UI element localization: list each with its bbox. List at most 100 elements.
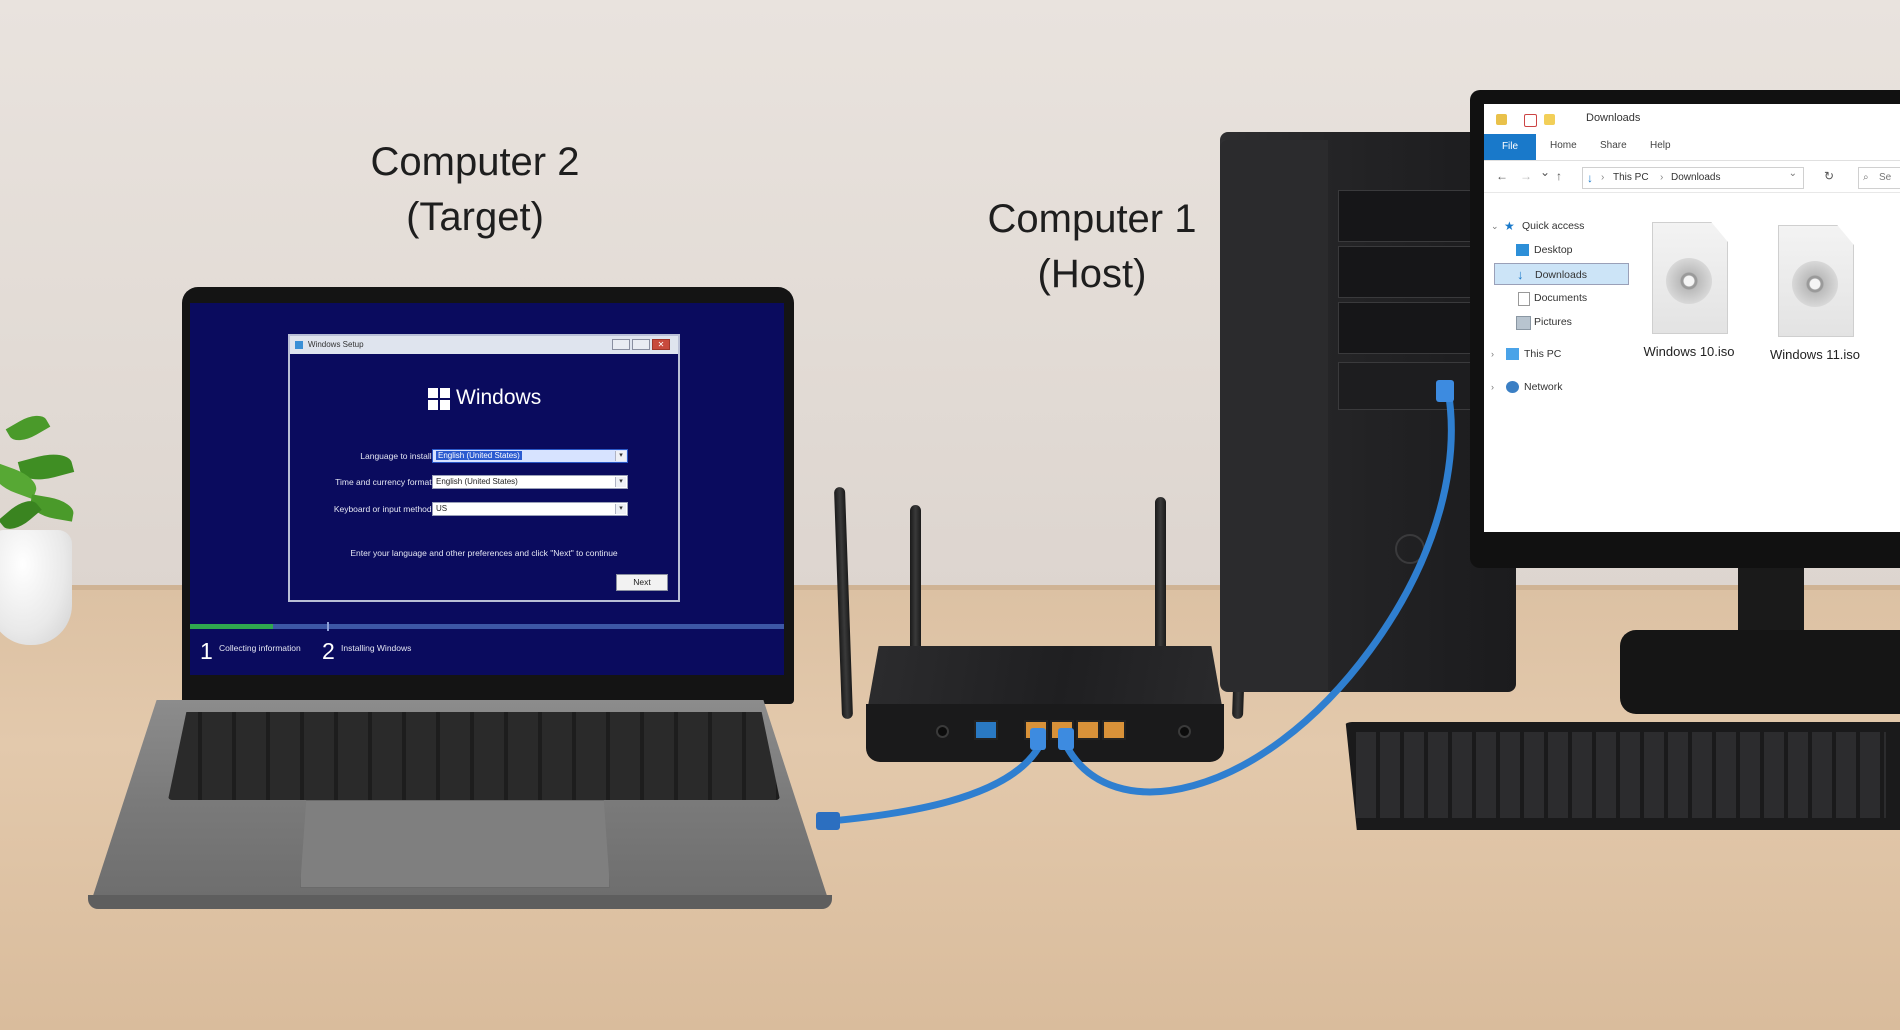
- keyboard-label: Keyboard or input method:: [333, 504, 434, 514]
- address-bar[interactable]: ↓ › This PC › Downloads ⌄: [1582, 167, 1804, 189]
- chevron-down-icon: ▾: [615, 477, 626, 487]
- document-icon: [1518, 292, 1530, 306]
- computer-icon: [1506, 348, 1519, 360]
- sidebar-label: Pictures: [1534, 316, 1572, 328]
- tab-share[interactable]: Share: [1600, 140, 1627, 151]
- properties-icon[interactable]: [1524, 114, 1537, 127]
- sidebar-item-documents[interactable]: Documents: [1494, 287, 1629, 309]
- file-explorer-window: Downloads File Home Share Help ← → ⌄ ↑ ↓…: [1484, 104, 1900, 532]
- search-icon: ⌕: [1863, 172, 1869, 183]
- breadcrumb-this-pc[interactable]: This PC: [1613, 172, 1649, 183]
- power-icon: [1395, 534, 1425, 564]
- search-placeholder: Se: [1879, 172, 1892, 183]
- chevron-right-icon: ›: [1491, 382, 1494, 392]
- router-top: [868, 646, 1222, 706]
- dialog-title: Windows Setup: [308, 340, 364, 349]
- file-name: Windows 10.iso: [1643, 344, 1735, 359]
- time-format-label: Time and currency format:: [335, 477, 434, 487]
- close-icon: ✕: [657, 340, 665, 349]
- explorer-title: Downloads: [1586, 112, 1641, 124]
- tab-home[interactable]: Home: [1550, 140, 1577, 151]
- language-value: English (United States): [436, 451, 522, 460]
- router-lan-port: [1102, 720, 1126, 740]
- caption-target: Computer 2 (Target): [345, 135, 605, 245]
- sidebar-label: Documents: [1534, 292, 1588, 304]
- router-wan-port: [974, 720, 998, 740]
- sidebar-label: This PC: [1524, 348, 1562, 360]
- monitor-stand-neck: [1738, 560, 1804, 642]
- desk-edge: [0, 585, 1900, 593]
- caption-host: Computer 1 (Host): [962, 192, 1222, 302]
- explorer-address-row: ← → ⌄ ↑ ↓ › This PC › Downloads ⌄ ↻ ⌕ Se: [1484, 162, 1900, 193]
- laptop-trackpad: [300, 800, 610, 888]
- refresh-icon[interactable]: ↻: [1824, 169, 1835, 183]
- disc-icon: [1666, 258, 1712, 304]
- sidebar-item-downloads[interactable]: ↓ Downloads: [1494, 263, 1629, 285]
- picture-icon: [1516, 316, 1531, 330]
- progress-step-marker: [327, 622, 329, 631]
- router-lan-port: [1024, 720, 1048, 740]
- breadcrumb-downloads[interactable]: Downloads: [1671, 172, 1721, 183]
- forward-arrow-icon[interactable]: →: [1520, 169, 1532, 183]
- setup-progress-bar: [190, 622, 784, 631]
- laptop-keyboard: [168, 712, 780, 800]
- router-antenna: [910, 505, 921, 720]
- time-format-select[interactable]: English (United States) ▾: [432, 475, 628, 489]
- recent-dropdown-icon[interactable]: ⌄: [1540, 165, 1551, 179]
- download-icon: ↓: [1517, 267, 1524, 282]
- caption-target-line2: (Target): [406, 195, 544, 239]
- up-arrow-icon[interactable]: ↑: [1556, 169, 1562, 183]
- breadcrumb-sep: ›: [1660, 172, 1664, 183]
- language-select[interactable]: English (United States) ▾: [432, 449, 628, 463]
- chevron-down-icon[interactable]: ⌄: [1788, 168, 1797, 179]
- step-number: 1: [200, 638, 213, 664]
- step-label: Collecting information: [219, 643, 301, 653]
- router-reset-button: [1178, 725, 1191, 738]
- laptop-base-edge: [88, 895, 832, 909]
- search-input[interactable]: ⌕ Se: [1858, 167, 1900, 189]
- network-icon: [1506, 381, 1519, 393]
- language-label: Language to install:: [360, 451, 434, 461]
- progress-fill: [190, 624, 274, 629]
- step-label: Installing Windows: [341, 643, 412, 653]
- explorer-ribbon: File Home Share Help: [1484, 134, 1900, 161]
- back-arrow-icon[interactable]: ←: [1496, 169, 1508, 183]
- chevron-right-icon: ›: [1491, 349, 1494, 359]
- chevron-down-icon: ⌄: [1491, 221, 1499, 231]
- tower-side-panel: [1220, 140, 1328, 690]
- next-button[interactable]: Next: [616, 574, 668, 591]
- sidebar-item-desktop[interactable]: Desktop: [1494, 239, 1629, 261]
- minimize-button[interactable]: [612, 339, 630, 350]
- keyboard-select[interactable]: US ▾: [432, 502, 628, 516]
- caption-host-line1: Computer 1: [987, 197, 1197, 241]
- file-name: Windows 11.iso: [1769, 347, 1861, 362]
- breadcrumb-sep: ›: [1601, 172, 1605, 183]
- maximize-button[interactable]: [632, 339, 650, 350]
- folder-icon[interactable]: [1496, 114, 1507, 125]
- plant-pot: [0, 530, 72, 645]
- sidebar-item-this-pc[interactable]: › This PC: [1491, 343, 1629, 365]
- windows-brand-text: Windows: [456, 386, 542, 409]
- download-icon: ↓: [1587, 171, 1593, 185]
- desktop-keyboard-keys: [1356, 732, 1886, 818]
- sidebar-item-pictures[interactable]: Pictures: [1494, 311, 1629, 333]
- close-button[interactable]: ✕: [652, 339, 670, 350]
- router-power-jack: [936, 725, 949, 738]
- sidebar-item-quick-access[interactable]: ⌄ ★ Quick access: [1491, 215, 1629, 237]
- tab-file[interactable]: File: [1484, 134, 1536, 160]
- sidebar-item-network[interactable]: › Network: [1491, 376, 1629, 398]
- dialog-titlebar: Windows Setup ✕: [290, 336, 678, 354]
- chevron-down-icon: ▾: [615, 504, 626, 514]
- new-folder-icon[interactable]: [1544, 114, 1555, 125]
- caption-host-line2: (Host): [1037, 252, 1147, 296]
- chevron-down-icon: ▾: [615, 451, 626, 461]
- disc-icon: [1792, 261, 1838, 307]
- monitor-stand-base: [1620, 630, 1900, 714]
- sidebar-label: Downloads: [1535, 269, 1587, 281]
- sidebar-label: Network: [1524, 381, 1563, 393]
- tab-help[interactable]: Help: [1650, 140, 1671, 151]
- windows-setup-dialog: Windows Setup ✕ Windows Language to inst…: [288, 334, 680, 602]
- star-icon: ★: [1504, 219, 1515, 233]
- desktop-icon: [1516, 244, 1529, 256]
- caption-target-line1: Computer 2: [370, 140, 580, 184]
